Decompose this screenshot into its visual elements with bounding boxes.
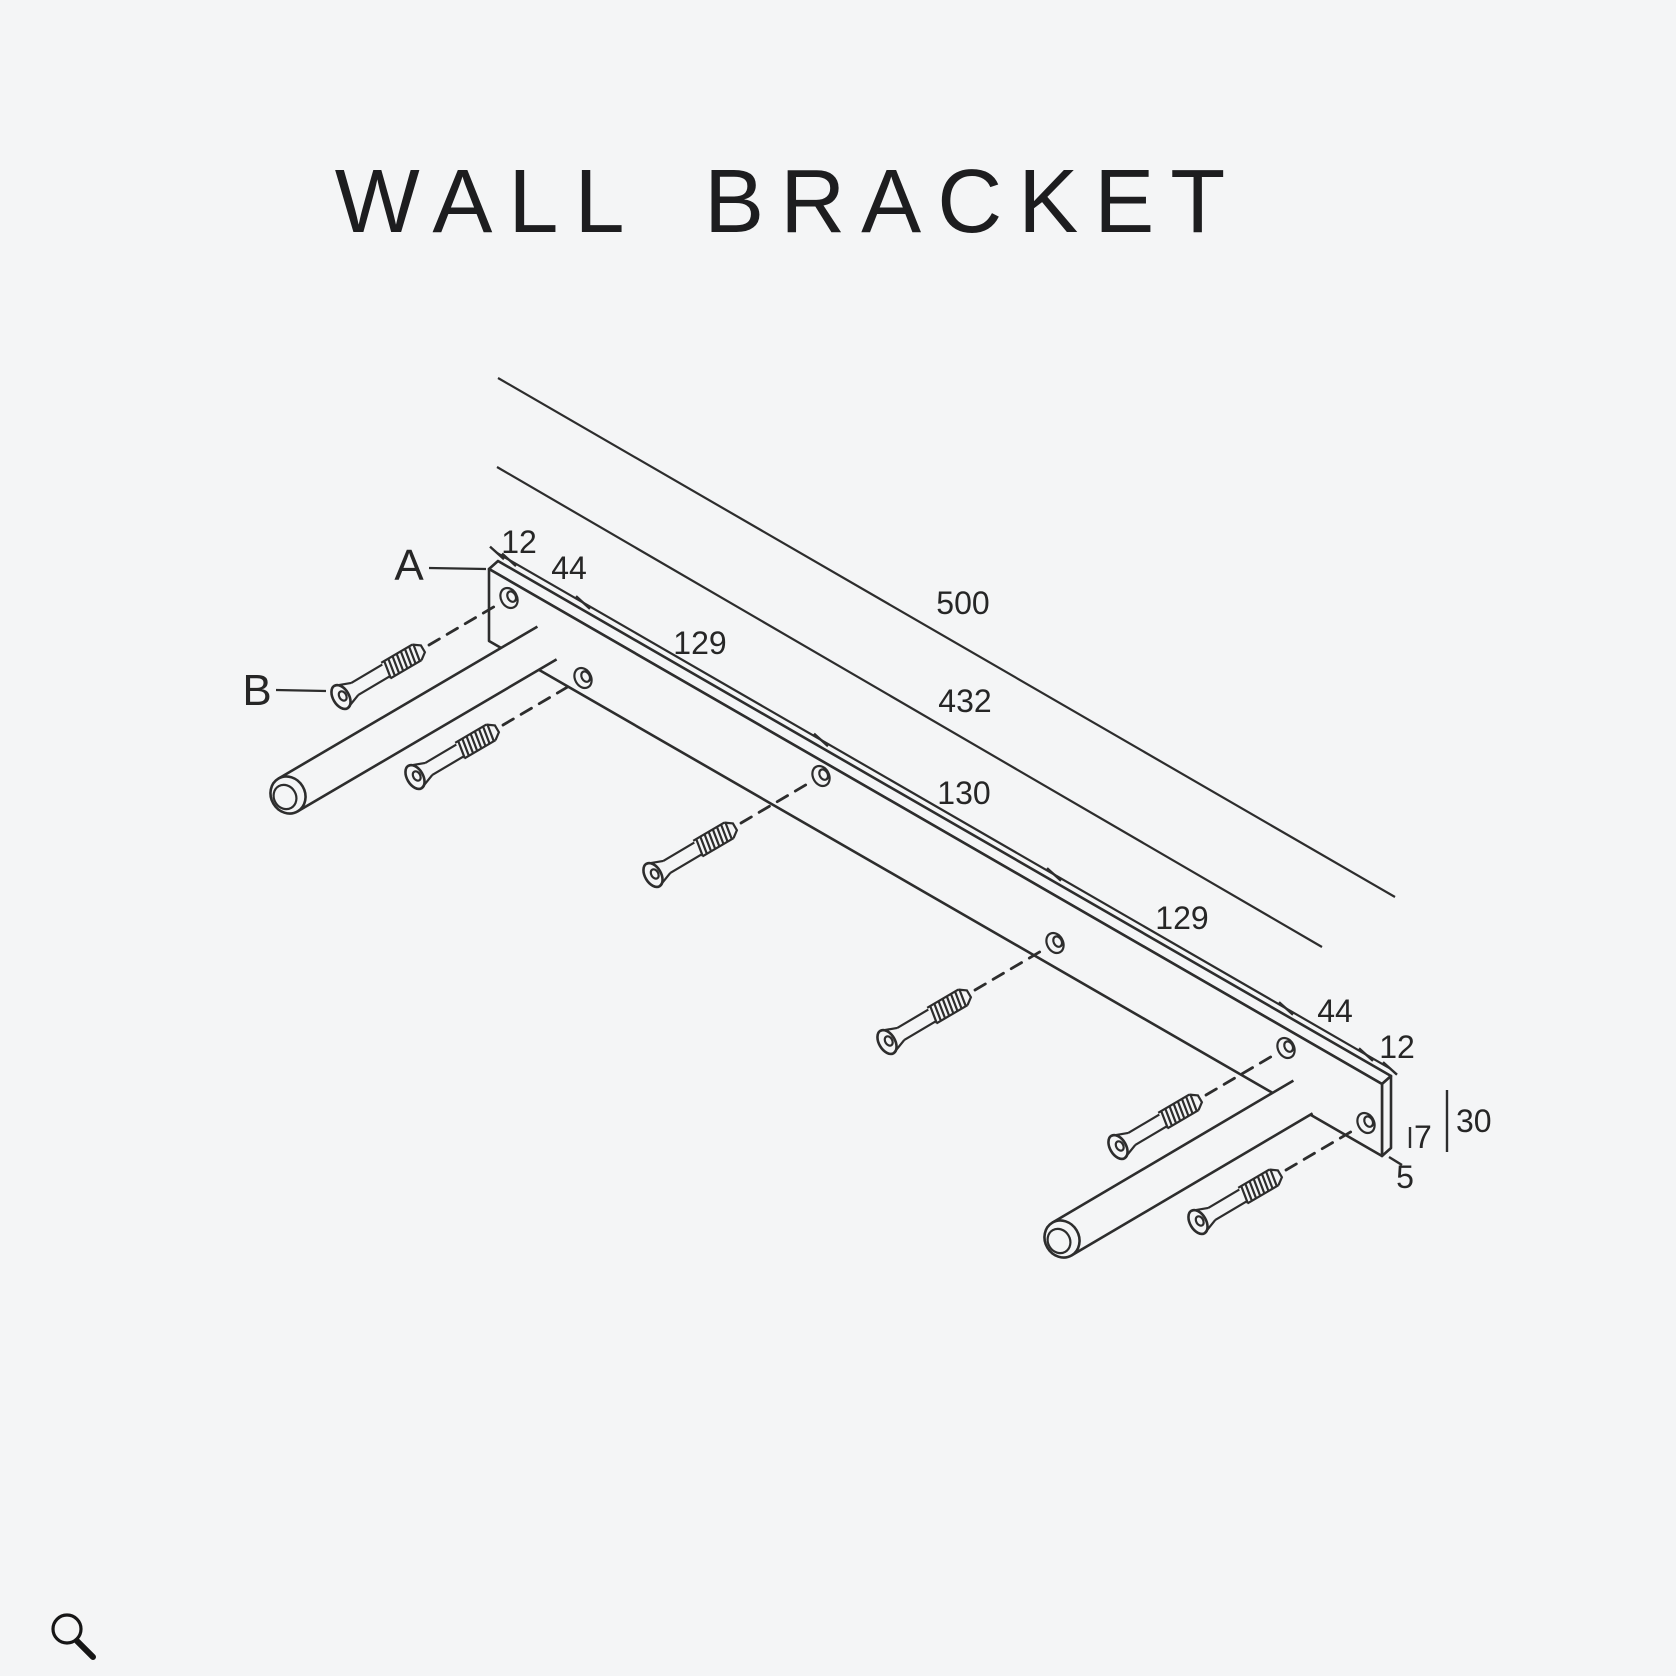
- dim-12-right: 12: [1379, 1029, 1415, 1065]
- support-rod-left: [269, 625, 558, 815]
- dim-12-left: 12: [501, 524, 537, 560]
- dim-500: 500: [936, 585, 989, 621]
- dim-129-left: 129: [673, 625, 726, 661]
- screw-3: [638, 820, 739, 892]
- page-title: WALL BRACKET: [335, 152, 1242, 252]
- dim-7: 7: [1414, 1119, 1432, 1155]
- end-dimension-marks: [1388, 1090, 1449, 1167]
- dim-44-left: 44: [551, 550, 587, 586]
- dim-5: 5: [1396, 1159, 1414, 1195]
- dim-30: 30: [1456, 1103, 1492, 1139]
- dimension-labels: 500 432 130 129 129 12 44 44 12 30 7 5 A…: [242, 524, 1491, 1195]
- support-rod-right: [1043, 1079, 1314, 1259]
- dim-line-500: [497, 377, 1396, 898]
- dim-line-hole-spacing: [496, 551, 1391, 1070]
- part-label-a: A: [394, 541, 424, 590]
- part-label-b: B: [242, 666, 271, 715]
- dim-line-432: [496, 466, 1323, 948]
- rail-end-face: [1380, 1074, 1393, 1158]
- magnifier-icon[interactable]: [51, 1613, 96, 1660]
- dimension-lines: [489, 377, 1398, 1076]
- screw-axis-lines: [427, 603, 1356, 1172]
- dim-129-right: 129: [1155, 900, 1208, 936]
- bracket-rail: [487, 559, 1393, 1158]
- screw-4: [872, 987, 973, 1059]
- dim-44-right: 44: [1317, 993, 1353, 1029]
- leader-lines: [275, 566, 487, 693]
- rail-front-face: [487, 567, 1384, 1158]
- dimension-ticks: [489, 545, 1398, 1076]
- dim-432: 432: [938, 683, 991, 719]
- dim-130: 130: [937, 775, 990, 811]
